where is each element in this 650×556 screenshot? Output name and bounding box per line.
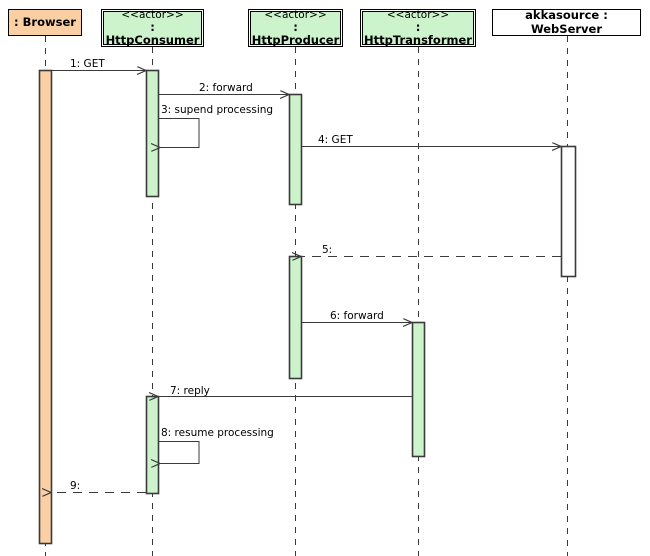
- message-label-4: 4: GET: [318, 134, 353, 146]
- message-label-7: 7: reply: [170, 385, 210, 397]
- message-label-5: 5:: [322, 244, 333, 256]
- message-label-6: 6: forward: [330, 310, 384, 322]
- participant-label-httpproducer: : HttpProducer: [251, 19, 340, 48]
- participant-head-browser[interactable]: : Browser: [8, 9, 82, 36]
- activation-bar-httptransformer[interactable]: [411, 321, 426, 458]
- participant-stereotype-httptransformer: <<actor>>: [386, 8, 450, 21]
- lifelines-layer: [45, 36, 568, 556]
- message-arrow-8[interactable]: [158, 441, 200, 464]
- participant-label-httpconsumer: : HttpConsumer: [105, 19, 200, 48]
- activation-bar-httpproducer[interactable]: [288, 255, 303, 380]
- activation-bar-httpproducer[interactable]: [288, 93, 303, 206]
- participant-head-httpconsumer[interactable]: <<actor>>: HttpConsumer: [101, 9, 204, 47]
- participant-head-httpproducer[interactable]: <<actor>>: HttpProducer: [248, 9, 343, 47]
- activations-layer: [38, 69, 577, 545]
- message-arrow-3[interactable]: [158, 118, 200, 148]
- messages-layer: [45, 71, 561, 493]
- message-label-9: 9:: [70, 480, 81, 492]
- activation-bar-webserver[interactable]: [560, 145, 577, 278]
- message-label-3: 3: supend processing: [161, 104, 274, 116]
- activation-bar-browser[interactable]: [38, 69, 53, 545]
- participant-head-webserver[interactable]: akkasource : WebServer: [492, 9, 641, 36]
- participant-stereotype-httpconsumer: <<actor>>: [121, 8, 184, 21]
- participant-label-browser: : Browser: [14, 14, 76, 29]
- activation-bar-httpconsumer[interactable]: [145, 395, 160, 495]
- message-label-2: 2: forward: [199, 82, 253, 94]
- participant-label-httptransformer: : HttpTransformer: [364, 19, 472, 48]
- participant-label-webserver: akkasource : WebServer: [525, 8, 608, 36]
- message-label-1: 1: GET: [70, 58, 105, 70]
- activation-bar-httpconsumer[interactable]: [145, 69, 160, 198]
- participant-head-httptransformer[interactable]: <<actor>>: HttpTransformer: [360, 9, 476, 47]
- message-label-8: 8: resume processing: [161, 427, 274, 439]
- participant-stereotype-httpproducer: <<actor>>: [264, 8, 327, 21]
